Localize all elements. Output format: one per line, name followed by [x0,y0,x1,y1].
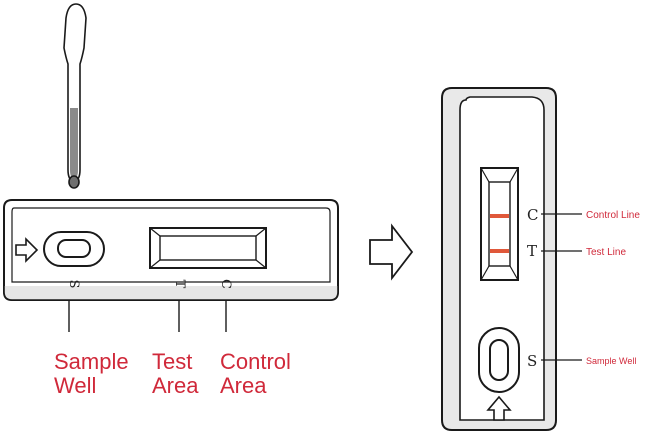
right-leader-lines [541,213,582,361]
label-test-line: Test Line [586,247,626,258]
left-sample-well [43,231,105,267]
right-letter-t: T [527,242,537,260]
right-cassette [441,87,557,431]
callout-test-area: Test Area [152,349,199,398]
callout-control-line2: Area [220,373,267,398]
left-letter-t: T [172,280,187,289]
label-sample-well: Sample Well [586,356,636,366]
callout-test-line2: Area [152,373,199,398]
arrow-right-icon [369,223,414,281]
control-line-mark [490,214,509,218]
left-letter-s: S [66,280,81,289]
callout-control-line1: Control [220,349,291,374]
callout-sample-line1: Sample [54,349,129,374]
dropper-icon [63,3,87,189]
left-letter-c: C [218,279,233,289]
left-leader-lines [68,300,227,332]
callout-sample-line2: Well [54,373,96,398]
right-letter-s: S [527,352,537,370]
arrow-right-icon [15,237,39,263]
right-letter-c: C [527,206,538,224]
left-cassette [3,199,339,301]
left-test-window [149,227,267,269]
callout-test-line1: Test [152,349,192,374]
test-line-mark [490,249,509,253]
callout-control-area: Control Area [220,349,297,398]
right-sample-well [478,327,520,393]
right-result-window [480,167,519,281]
callout-sample-well: Sample Well [54,349,135,398]
arrow-up-icon [486,395,512,421]
label-control-line: Control Line [586,210,640,221]
